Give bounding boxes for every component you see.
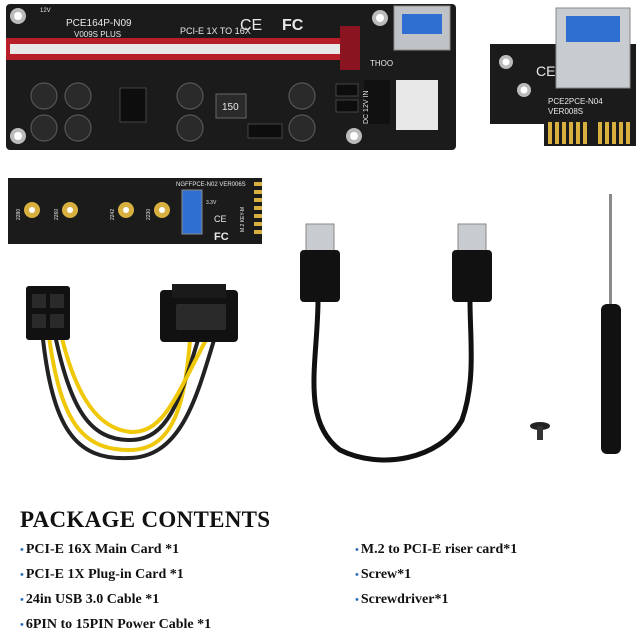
m2-riser-card: NGFFPCE-N02 VER006S CE FC M.2 KEY-M 2280…	[8, 178, 262, 244]
plugin-ce-mark: CE	[536, 63, 555, 79]
bullet-icon: •	[20, 544, 24, 556]
main-12v-label: 12V	[40, 8, 51, 14]
list-item: •M.2 to PCI-E riser card*1	[355, 542, 518, 557]
bullet-icon: •	[20, 619, 24, 631]
pcie-1x-plugin-card: CE PCE2PCE-N04 VER008S	[490, 7, 636, 146]
list-item: •6PIN to 15PIN Power Cable *1	[20, 617, 212, 632]
list-item: •PCI-E 1X Plug-in Card *1	[20, 567, 184, 582]
bullet-icon: •	[355, 544, 359, 556]
list-item: •Screwdriver*1	[355, 592, 449, 607]
package-list-left: •PCI-E 16X Main Card *1 •PCI-E 1X Plug-i…	[20, 541, 211, 641]
plugin-version-label: VER008S	[548, 107, 583, 116]
screw	[530, 422, 550, 440]
main-model-label: PCE164P-N09	[66, 18, 132, 29]
m2-2230-label: 2230	[146, 209, 152, 220]
main-fc-mark: FC	[282, 17, 304, 34]
main-dc-label: DC 12V IN	[363, 91, 370, 124]
inductor-label: 150	[222, 102, 239, 113]
main-brand-label: THOO	[370, 59, 393, 68]
main-16x-card: PCE164P-N09 V009S PLUS PCI-E 1X TO 16X T…	[6, 4, 456, 150]
m2-2242-label: 2242	[110, 209, 116, 220]
list-item: •PCI-E 16X Main Card *1	[20, 542, 180, 557]
screwdriver	[601, 194, 621, 454]
list-item: •Screw*1	[355, 567, 412, 582]
m2-fc-mark: FC	[214, 231, 229, 243]
bullet-icon: •	[20, 594, 24, 606]
main-ce-mark: CE	[240, 17, 262, 34]
package-contents-title: PACKAGE CONTENTS	[20, 507, 271, 532]
m2-model-label: NGFFPCE-N02 VER006S	[176, 182, 246, 188]
main-slot-label: PCI-E 1X TO 16X	[180, 26, 251, 36]
list-item: •24in USB 3.0 Cable *1	[20, 592, 160, 607]
bullet-icon: •	[355, 594, 359, 606]
package-list-right: •M.2 to PCI-E riser card*1 •Screw*1 •Scr…	[355, 541, 517, 616]
m2-2280-label: 2280	[16, 209, 22, 220]
product-photo: PCE164P-N09 V009S PLUS PCI-E 1X TO 16X T…	[6, 4, 636, 463]
bullet-icon: •	[20, 569, 24, 581]
main-version-label: V009S PLUS	[74, 30, 121, 39]
m2-key-label: M.2 KEY-M	[240, 207, 246, 232]
m2-33v-label: 3.3V	[206, 200, 217, 206]
m2-ce-mark: CE	[214, 214, 227, 224]
power-cable-6pin-15pin	[26, 284, 238, 461]
m2-2260-label: 2260	[54, 209, 60, 220]
plugin-model-label: PCE2PCE-N04	[548, 97, 603, 106]
bullet-icon: •	[355, 569, 359, 581]
usb-3-cable	[300, 223, 492, 463]
